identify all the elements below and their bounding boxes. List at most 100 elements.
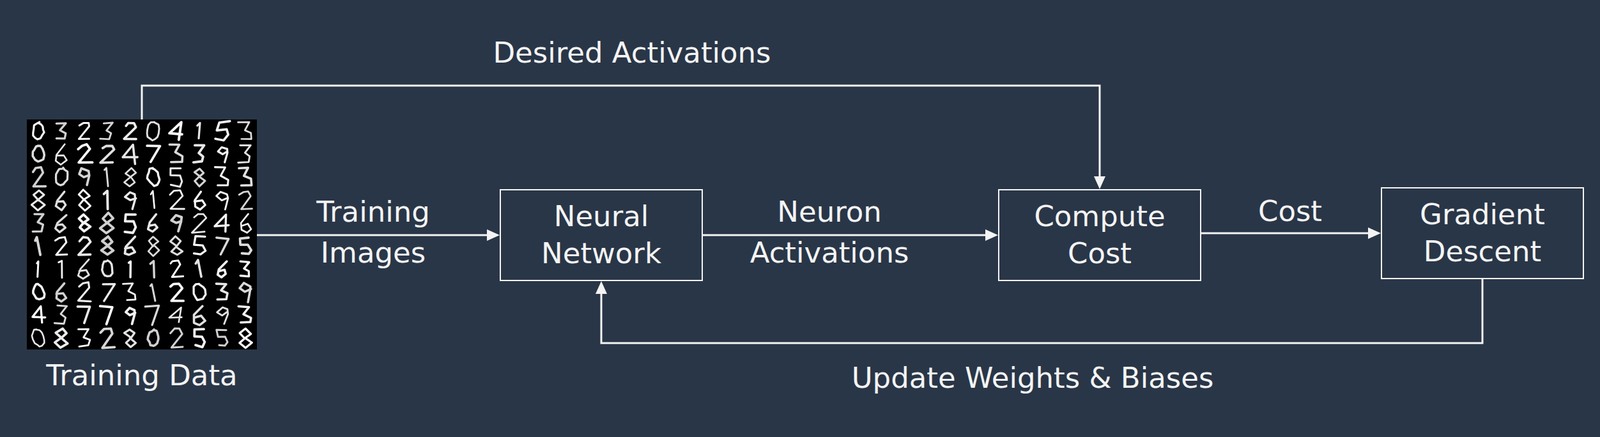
digit-stroke [100, 306, 113, 324]
digit-grid-image [26, 119, 257, 350]
digit-stroke [217, 261, 227, 278]
digit-stroke [147, 329, 159, 347]
digit-stroke [100, 145, 114, 163]
digit-stroke [33, 167, 47, 187]
digit-stroke [32, 145, 45, 162]
digit-stroke [100, 122, 114, 140]
connector-line [601, 279, 1483, 344]
digit-stroke [146, 145, 160, 162]
digit-stroke [124, 168, 137, 187]
digit-stroke [194, 306, 206, 326]
flow-arrow [595, 279, 1483, 344]
digit-stroke [124, 329, 137, 347]
digit-stroke [56, 123, 66, 139]
digit-stroke [54, 328, 68, 348]
digit-stroke [32, 306, 46, 323]
connector-line [1201, 232, 1375, 235]
edge-label: Neuron Activations [750, 191, 910, 274]
digit-stroke [78, 329, 91, 347]
digit-stroke [194, 168, 206, 187]
digit-stroke [194, 329, 205, 347]
digit-stroke [102, 260, 113, 277]
arrow-head [1093, 176, 1106, 190]
digit-stroke [197, 123, 200, 139]
digit-stroke [78, 189, 91, 211]
digit-stroke [31, 329, 45, 347]
digit-stroke [78, 122, 89, 139]
digit-stroke [169, 122, 183, 140]
digit-stroke [33, 284, 45, 300]
digit-stroke [240, 261, 250, 277]
digit-stroke [194, 191, 206, 210]
digit-stroke [238, 306, 252, 323]
process-box: Neural Network [499, 189, 703, 282]
digit-stroke [170, 168, 183, 187]
digit-stroke [239, 283, 252, 303]
digit-stroke [170, 236, 183, 255]
digit-stroke [170, 283, 184, 301]
digit-stroke [195, 260, 202, 277]
digit-stroke [150, 261, 154, 278]
digit-stroke [102, 284, 116, 302]
digit-stroke [33, 122, 45, 140]
digit-stroke [77, 259, 89, 279]
digit-stroke [55, 191, 66, 211]
image-ground [26, 119, 257, 350]
arrow-head [486, 229, 500, 241]
process-box: Gradient Descent [1380, 187, 1585, 280]
digit-stroke [193, 145, 205, 163]
digit-stroke [146, 122, 160, 141]
digit-stroke [238, 145, 252, 163]
digit-stroke [169, 190, 185, 209]
digit-stroke [146, 168, 160, 186]
digit-stroke [37, 261, 39, 277]
digit-stroke [55, 215, 67, 233]
digit-stroke [100, 328, 115, 348]
box-label: Neural Network [512, 198, 691, 273]
digit-stroke [101, 236, 114, 255]
digit-stroke [238, 168, 252, 186]
digit-stroke [148, 237, 160, 257]
edge-label: Cost [1258, 194, 1323, 229]
digit-stroke [240, 214, 252, 233]
digit-stroke [216, 329, 228, 346]
digit-stroke [214, 214, 229, 232]
digit-stroke [215, 283, 228, 300]
edge-label: Training Images [316, 191, 431, 274]
digit-stroke [55, 144, 67, 165]
digit-stroke [123, 123, 137, 140]
digit-stroke [238, 191, 252, 210]
digit-stroke [169, 144, 183, 163]
connector-line [141, 85, 1100, 183]
digit-stroke [78, 214, 91, 232]
digit-stroke [150, 191, 155, 209]
digit-stroke [240, 237, 252, 254]
digit-stroke [77, 144, 93, 163]
digit-stroke [215, 167, 229, 186]
edge-label: Desired Activations [492, 35, 771, 71]
digit-stroke [238, 122, 252, 140]
flow-arrow [141, 85, 1106, 190]
digit-stroke [77, 306, 90, 324]
digit-stroke [125, 307, 136, 324]
process-box: Compute Cost [998, 189, 1202, 282]
digit-stroke [35, 237, 41, 255]
digit-stroke [104, 191, 108, 210]
digit-stroke [124, 236, 135, 255]
digit-stroke [171, 215, 182, 232]
digit-stroke [125, 192, 137, 209]
digit-stroke [217, 307, 229, 324]
digit-stroke [216, 237, 229, 255]
digit-stroke [145, 305, 159, 325]
digit-stroke [78, 237, 91, 255]
box-label: Gradient Descent [1393, 196, 1572, 271]
edge-label: Update Weights & Biases [851, 361, 1215, 396]
digit-stroke [100, 212, 114, 234]
digit-stroke [104, 168, 109, 187]
digit-stroke [56, 283, 66, 302]
digit-stroke [217, 147, 228, 163]
digit-stroke [32, 214, 44, 232]
digit-stroke [54, 305, 67, 324]
